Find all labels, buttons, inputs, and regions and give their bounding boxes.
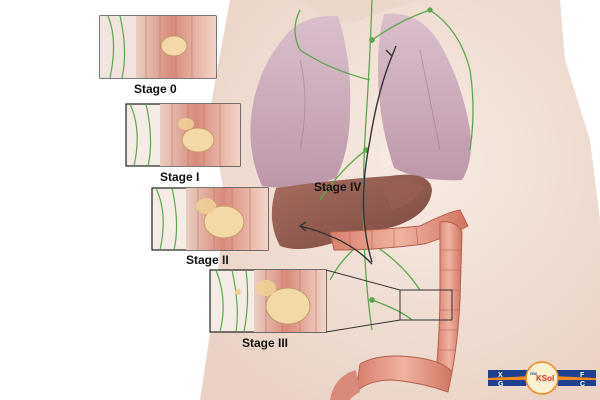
logo-letter-c: C	[580, 381, 585, 388]
tumor-stage-i	[181, 127, 215, 153]
logo-letter-f: F	[580, 372, 585, 379]
stage-i-label: Stage I	[160, 170, 200, 184]
lungs	[250, 13, 471, 188]
tumor-stage-ii	[203, 205, 245, 239]
stage-0-inset	[99, 15, 217, 79]
stage-iv-label: Stage IV	[314, 180, 362, 194]
metastasis-arrows	[298, 45, 397, 265]
liver	[271, 174, 432, 249]
metastasis-arrow-lung	[362, 55, 393, 263]
stage-iii-callout	[325, 269, 453, 333]
gwksol-logo: X F G C GW KSol	[488, 361, 596, 395]
stage-ii-inset	[151, 187, 269, 251]
stage-iii-inset	[209, 269, 327, 333]
stage-i-inset	[125, 103, 241, 167]
stage-ii-label: Stage II	[186, 253, 229, 267]
lymph-network	[294, 0, 474, 331]
logo-prefix: GW	[530, 371, 537, 376]
tumor-stage-0	[160, 35, 188, 57]
stage-0-label: Stage 0	[134, 82, 177, 96]
stage-iii-label: Stage III	[242, 336, 289, 350]
logo-letter-g: G	[498, 381, 504, 388]
colon	[329, 209, 469, 400]
logo-brand: KSol	[536, 374, 554, 383]
logo-letter-x: X	[498, 372, 503, 379]
stage-iii-focus-region	[399, 289, 453, 321]
metastasis-arrow-liver	[299, 225, 373, 265]
tumor-stage-iii	[265, 287, 311, 325]
